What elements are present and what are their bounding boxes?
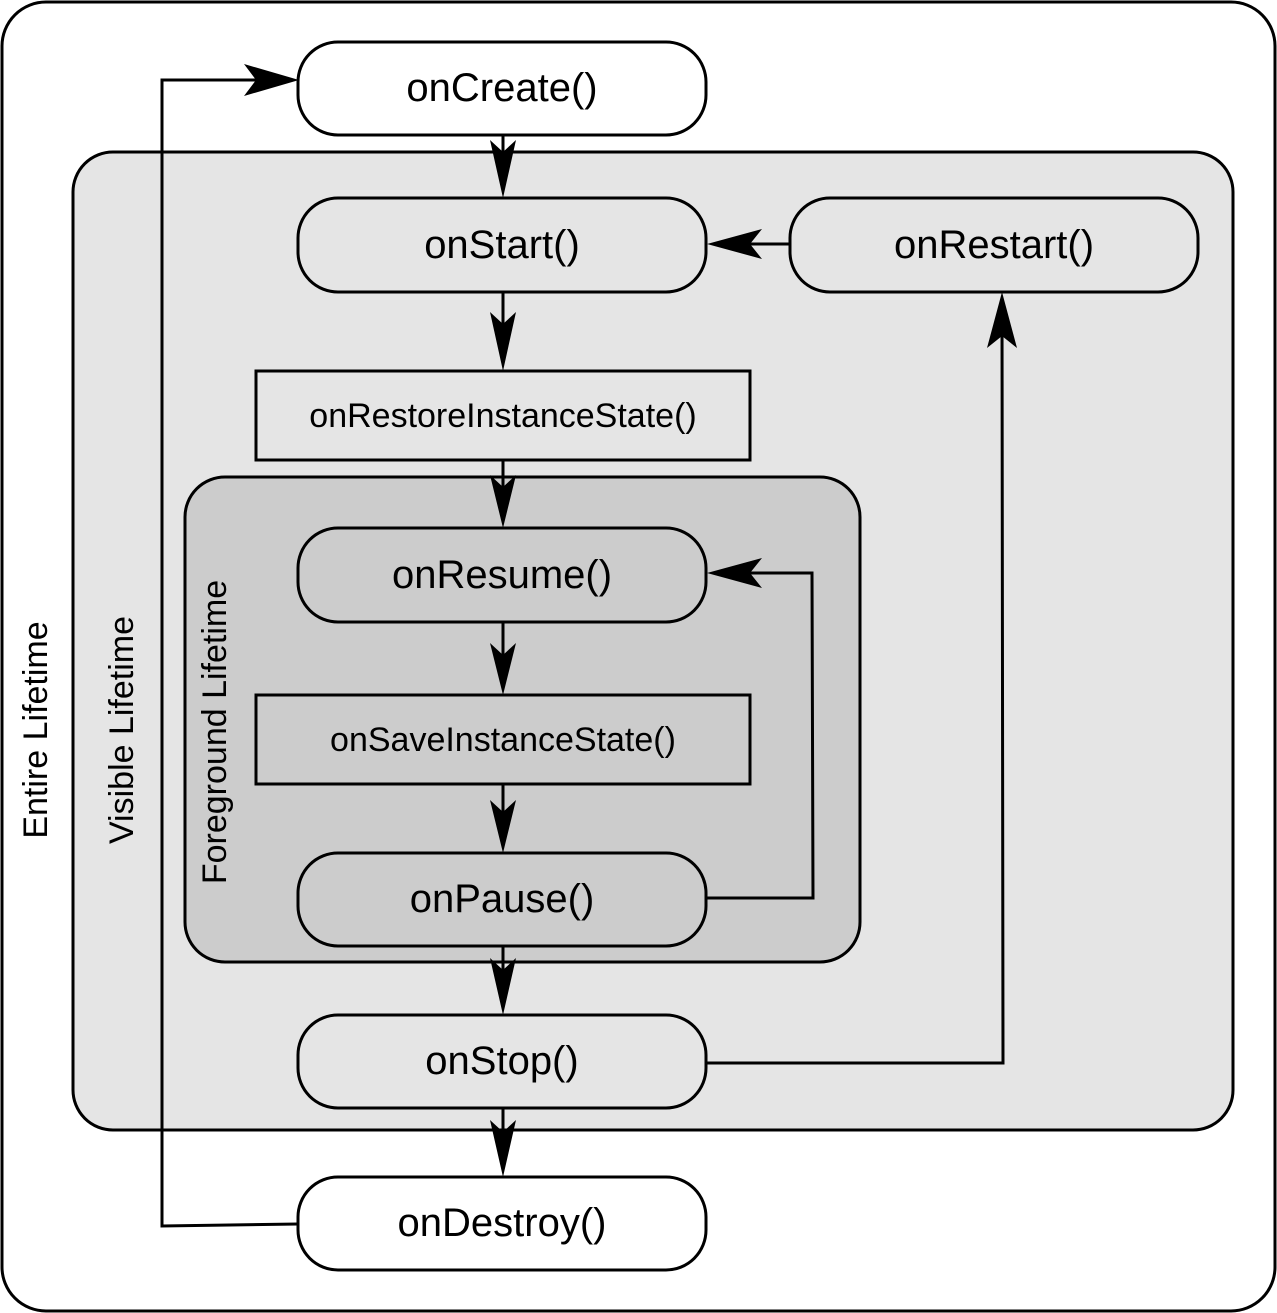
foreground-lifetime-label: Foreground Lifetime [196, 580, 234, 884]
arrowhead-icon [490, 1120, 516, 1177]
arrowhead-icon [490, 800, 516, 853]
node-onsaveinstancestate-label: onSaveInstanceState() [330, 721, 676, 759]
node-onrestoreinstancestate: onRestoreInstanceState() [254, 369, 752, 462]
node-oncreate-label: onCreate() [406, 66, 597, 110]
node-onrestoreinstancestate-label: onRestoreInstanceState() [309, 397, 696, 435]
node-onstop-label: onStop() [425, 1039, 578, 1083]
arrowhead-icon [490, 475, 516, 528]
arrowhead-icon [707, 229, 762, 259]
node-onpause-label: onPause() [410, 877, 595, 921]
visible-lifetime-label: Visible Lifetime [103, 616, 141, 844]
arrowhead-icon [987, 292, 1017, 348]
entire-lifetime-label: Entire Lifetime [17, 621, 55, 838]
arrowhead-icon [244, 64, 299, 96]
arrowhead-icon [707, 558, 762, 588]
arrowhead-icon [490, 312, 516, 371]
node-ondestroy: onDestroy() [296, 1175, 708, 1272]
node-onresume: onResume() [296, 526, 708, 624]
node-onsaveinstancestate: onSaveInstanceState() [254, 693, 752, 786]
node-onstart-label: onStart() [424, 223, 580, 267]
node-onrestart-label: onRestart() [894, 223, 1094, 267]
node-oncreate: onCreate() [296, 40, 708, 137]
edge-ondestroy-oncreate [160, 78, 299, 1228]
node-onrestart: onRestart() [788, 196, 1200, 294]
node-onstart: onStart() [296, 196, 708, 294]
arrowhead-icon [490, 140, 516, 198]
arrowhead-icon [490, 958, 516, 1015]
node-onresume-label: onResume() [392, 553, 612, 597]
node-onpause: onPause() [296, 851, 708, 948]
arrowhead-icon [490, 643, 516, 695]
edge-onstop-onrestart [707, 311, 1005, 1065]
edge-onpause-onresume [707, 571, 815, 900]
node-ondestroy-label: onDestroy() [398, 1201, 607, 1245]
node-onstop: onStop() [296, 1013, 708, 1110]
